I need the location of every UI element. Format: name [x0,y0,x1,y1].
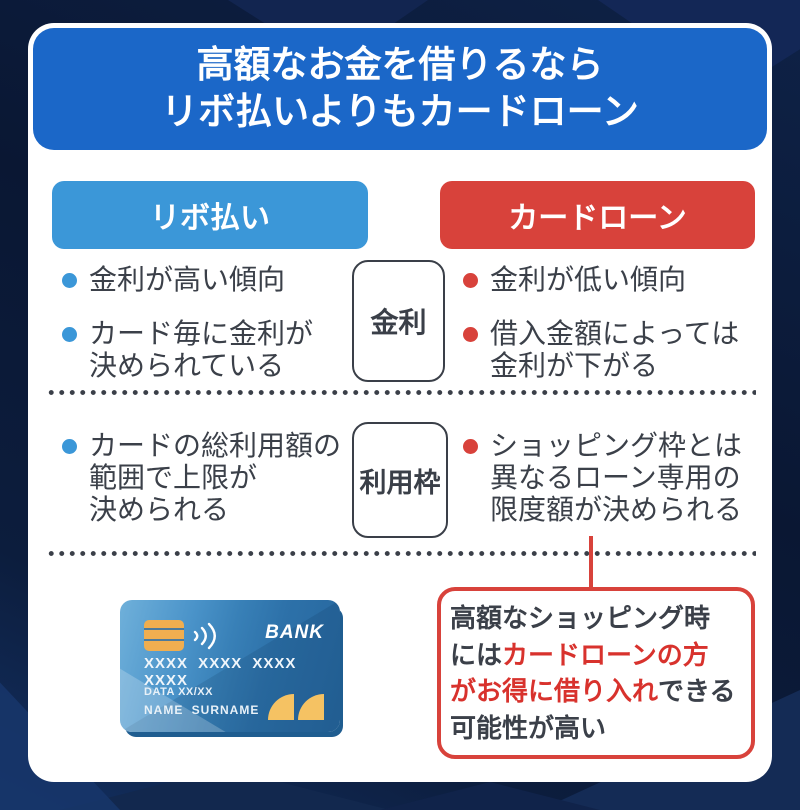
header-banner: 高額なお金を借りるなら リボ払いよりもカードローン [33,28,767,150]
callout-connector-line [589,536,593,591]
callout-text: 高額なショッピング時 [450,603,711,633]
blue-dot-icon [62,327,77,342]
category-limit-label: 利用枠 [359,467,441,498]
credit-card-illustration: BANK XXXX XXXX XXXX XXXX DATA XX/XX NAME… [120,600,340,732]
callout-highlight-text: がお得に借り入れ [450,676,659,706]
background-facet [380,782,600,810]
red-dot-icon [463,273,478,288]
red-dot-icon [463,439,478,454]
list-item-text: ショッピング枠とは 異なるローン専用の 限度額が決められる [490,430,743,525]
category-interest-label: 金利 [370,307,427,338]
category-limit-box: 利用枠 [352,422,448,538]
revolving-payment-label: リボ払い [52,181,368,249]
dual-sail-logo-icon [298,694,324,720]
list-item-text: 金利が低い傾向 [490,264,687,295]
category-interest-box: 金利 [352,260,445,382]
red-dot-icon [463,327,478,342]
cardloan-limit-list: ショッピング枠とは 異なるローン専用の 限度額が決められる [463,430,742,526]
callout-line: にはカードローンの方 [450,637,745,674]
header-title-line1: 高額なお金を借りるなら [196,44,604,85]
list-item-text: 借入金額によっては 金利が下がる [490,318,740,381]
callout-line: 高額なショッピング時 [450,600,745,637]
list-item: カードの総利用額の 範囲で上限が 決められる [62,430,341,526]
card-bank-label: BANK [265,622,324,643]
callout-line: がお得に借り入れできる [450,673,745,710]
card-date: DATA XX/XX [144,686,213,698]
revolving-limit-list: カードの総利用額の 範囲で上限が 決められる [62,430,341,526]
cardloan-interest-list: 金利が低い傾向借入金額によっては 金利が下がる [463,264,739,382]
card-loan-label: カードローン [440,181,755,249]
blue-dot-icon [62,439,77,454]
callout-line: 可能性が高い [450,710,745,747]
list-item-text: カードの総利用額の 範囲で上限が 決められる [89,430,342,525]
list-item: 金利が高い傾向 [62,264,313,296]
revolving-interest-list: 金利が高い傾向カード毎に金利が 決められている [62,264,313,382]
dotted-divider [46,389,756,396]
dotted-divider [46,550,756,557]
list-item: 金利が低い傾向 [463,264,739,296]
header-title-line2: リボ払いよりもカードローン [161,91,639,132]
contactless-icon [193,622,216,650]
callout-text: には [450,639,503,670]
blue-dot-icon [62,273,77,288]
list-item-text: カード毎に金利が 決められている [89,318,314,381]
dual-sail-logo-icon [268,694,294,720]
list-item: カード毎に金利が 決められている [62,318,313,382]
callout-text: できる [658,676,736,706]
callout-highlight-text: カードローンの方 [502,639,709,670]
card-chip-icon [144,620,184,651]
list-item-text: 金利が高い傾向 [89,264,286,295]
card-holder-name: NAME SURNAME [144,703,260,717]
list-item: 借入金額によっては 金利が下がる [463,318,739,382]
callout-text: 可能性が高い [450,712,607,743]
callout-box: 高額なショッピング時にはカードローンの方がお得に借り入れできる可能性が高い [437,587,755,759]
card-number: XXXX XXXX XXXX XXXX [144,655,297,689]
list-item: ショッピング枠とは 異なるローン専用の 限度額が決められる [463,430,742,526]
